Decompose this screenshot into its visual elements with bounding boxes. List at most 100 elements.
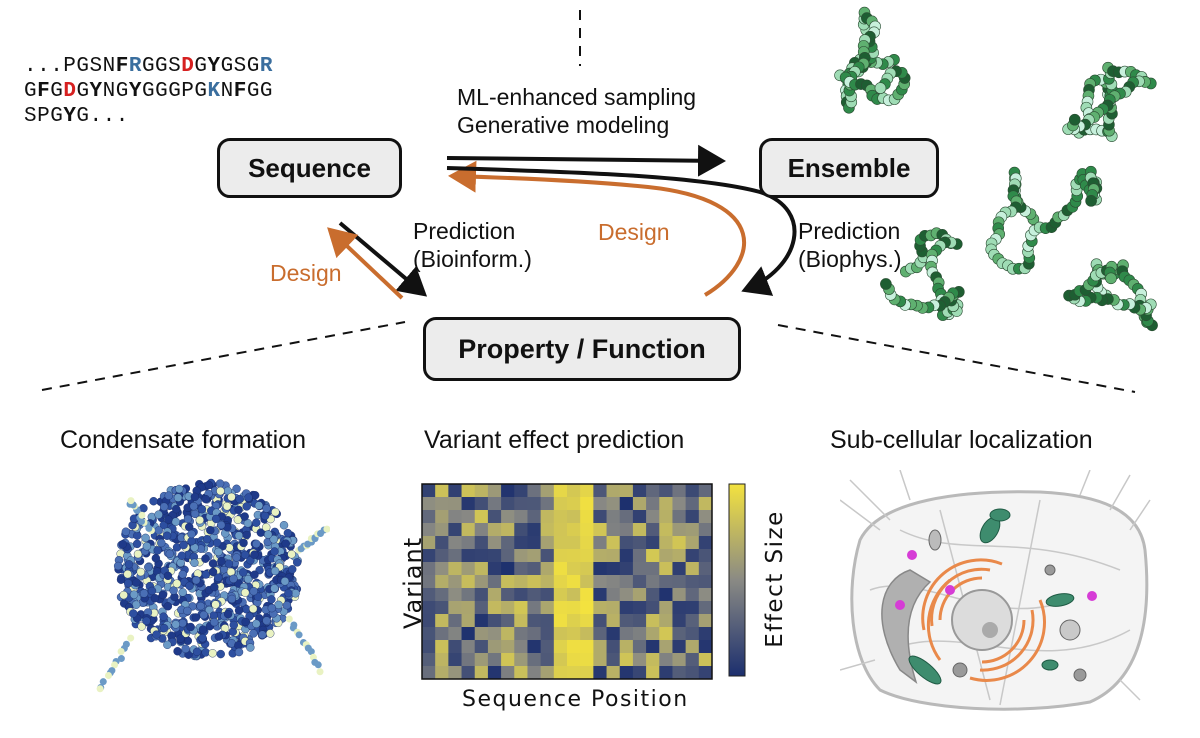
condensate-bead: [153, 546, 162, 555]
heatmap-cell: [527, 653, 542, 667]
heatmap-cell: [632, 588, 647, 602]
condensate-bead: [178, 588, 187, 597]
condensate-bead: [157, 538, 166, 548]
heatmap-cell: [606, 536, 621, 550]
heatmap-cell: [461, 497, 476, 511]
heatmap-cell: [685, 627, 700, 641]
condensate-bead: [173, 493, 183, 502]
sequence-residue: G: [76, 80, 90, 103]
heatmap-cell: [501, 549, 515, 563]
ensemble-bead: [1105, 272, 1117, 285]
heatmap-cell: [435, 484, 449, 498]
heatmap-cell: [672, 588, 687, 602]
condensate-bead: [187, 529, 196, 539]
heatmap-cell: [619, 653, 634, 667]
condensate-bead: [185, 522, 194, 532]
heatmap-cell: [619, 601, 634, 615]
heatmap-cell: [580, 640, 594, 654]
condensate-bead: [163, 571, 173, 581]
heatmap-cell: [606, 549, 621, 563]
heatmap-cell: [501, 653, 515, 667]
condensate-bead: [141, 533, 150, 543]
sequence-residue: Y: [207, 55, 221, 78]
heatmap-cell: [514, 653, 528, 667]
condensate-bead: [190, 492, 200, 502]
heatmap-cell: [461, 614, 476, 628]
heatmap-cell: [659, 640, 673, 654]
heatmap-cell: [632, 497, 647, 511]
heatmap-cell: [619, 510, 634, 524]
condensate-bead: [154, 510, 163, 519]
heatmap-cell: [659, 653, 673, 667]
heatmap-cell: [514, 549, 528, 563]
heatmap-cell: [527, 549, 542, 563]
heatmap-cell: [553, 614, 568, 628]
condensate-bead: [179, 540, 188, 550]
heatmap-cell: [593, 575, 608, 589]
condensate-bead: [198, 625, 208, 634]
heatmap-cell: [501, 510, 515, 524]
heatmap-cell: [540, 536, 555, 550]
arrow-design-property-to-sequence: [327, 227, 404, 300]
sequence-text-line-2: GFGDGYNGYGGGPGKNFGG: [24, 80, 273, 104]
heatmap-cell: [659, 536, 673, 550]
heatmap-cell: [461, 484, 476, 498]
heatmap-cell: [659, 562, 673, 576]
heatmap-cell: [580, 562, 594, 576]
condensate-tail-bead: [99, 678, 107, 686]
heatmap-cell: [501, 666, 515, 680]
condensate-bead: [159, 612, 168, 621]
condensate-bead: [139, 504, 148, 513]
condensate-bead: [181, 644, 190, 654]
condensate-bead: [129, 609, 138, 618]
condensate-bead: [212, 538, 222, 547]
condensate-bead: [271, 507, 280, 517]
condensate-tail-bead: [127, 634, 135, 642]
heatmap-cell: [527, 588, 542, 602]
condensate-bead: [248, 604, 258, 613]
heatmap-cell: [619, 614, 634, 628]
heatmap-cell: [461, 627, 476, 641]
title-condensate-formation: Condensate formation: [60, 426, 306, 454]
heatmap-cell: [487, 575, 502, 589]
heatmap-cell: [553, 562, 568, 576]
condensate-bead: [287, 550, 296, 559]
heatmap-cell: [593, 627, 608, 641]
heatmap-cell: [487, 549, 502, 563]
condensate-bead: [235, 494, 244, 504]
heatmap-cell: [501, 640, 515, 654]
heatmap-cell: [580, 575, 594, 589]
condensate-bead: [216, 649, 225, 659]
heatmap-cell: [461, 653, 476, 667]
heatmap-cell: [659, 601, 673, 615]
condensate-bead: [258, 630, 267, 639]
heatmap-cell: [474, 510, 489, 524]
condensate-bead: [205, 605, 214, 615]
condensate-bead: [118, 540, 127, 549]
condensate-bead: [206, 526, 215, 535]
heatmap-cell: [461, 588, 476, 602]
heatmap-cell: [567, 510, 581, 524]
condensate-bead: [293, 558, 302, 567]
condensate-bead: [150, 594, 160, 603]
sequence-residue: R: [259, 55, 273, 78]
condensate-bead: [190, 558, 199, 568]
heatmap-cell: [514, 640, 528, 654]
heatmap-cell: [632, 666, 647, 680]
condensate-bead: [208, 649, 217, 658]
condensate-bead: [201, 570, 211, 579]
condensate-bead: [246, 643, 255, 652]
heatmap: [421, 483, 713, 680]
condensate-bead: [165, 549, 174, 559]
condensate-tail-bead: [295, 631, 303, 639]
heatmap-cell: [659, 497, 673, 511]
condensate-bead: [177, 551, 187, 560]
condensate-bead: [178, 570, 187, 579]
heatmap-cell: [632, 549, 647, 563]
heatmap-cell: [619, 562, 634, 576]
condensate-bead: [159, 623, 169, 633]
heatmap-cell: [698, 536, 713, 550]
heatmap-cell: [501, 536, 515, 550]
heatmap-cell: [580, 601, 594, 615]
heatmap-cell: [619, 497, 634, 511]
